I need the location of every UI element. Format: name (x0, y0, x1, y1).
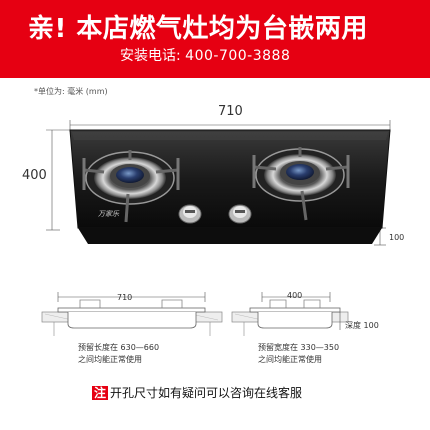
height-label: 100 (389, 233, 405, 242)
header-banner: 亲! 本店燃气灶均为台嵌两用 安装电话: 400-700-3888 (0, 0, 430, 78)
phone-number: 400-700-3888 (185, 48, 291, 64)
install-phone: 安装电话: 400-700-3888 (120, 45, 290, 65)
brand-logo: 万家乐 (98, 210, 119, 218)
install-length-note: 预留长度在 630—660 之间均能正常使用 (78, 343, 160, 364)
install-width-note: 预留宽度在 330—350 之间均能正常使用 (258, 343, 340, 364)
footer-badge: 注 (92, 386, 109, 400)
knob-icon (178, 204, 202, 224)
phone-label: 安装电话: (120, 48, 181, 64)
burner-icon (252, 147, 350, 221)
header-title: 亲! 本店燃气灶均为台嵌两用 (28, 14, 368, 44)
knob-icon (228, 204, 252, 224)
install-length-label: 710 (117, 293, 133, 302)
install-width-label: 400 (287, 291, 303, 300)
unit-label: *单位为: 毫米 (mm) (34, 87, 108, 96)
footer-text: 开孔尺寸如有疑问可以咨询在线客服 (110, 386, 303, 400)
burner-icon (82, 150, 180, 223)
stove-body (78, 228, 382, 244)
install-diagram-length (41, 292, 223, 336)
depth-label: 400 (22, 168, 47, 183)
footer-note: 注开孔尺寸如有疑问可以咨询在线客服 (92, 384, 302, 401)
install-depth-label: 深度 100 (345, 321, 379, 330)
width-label: 710 (218, 104, 243, 119)
install-diagram-width (231, 292, 349, 336)
